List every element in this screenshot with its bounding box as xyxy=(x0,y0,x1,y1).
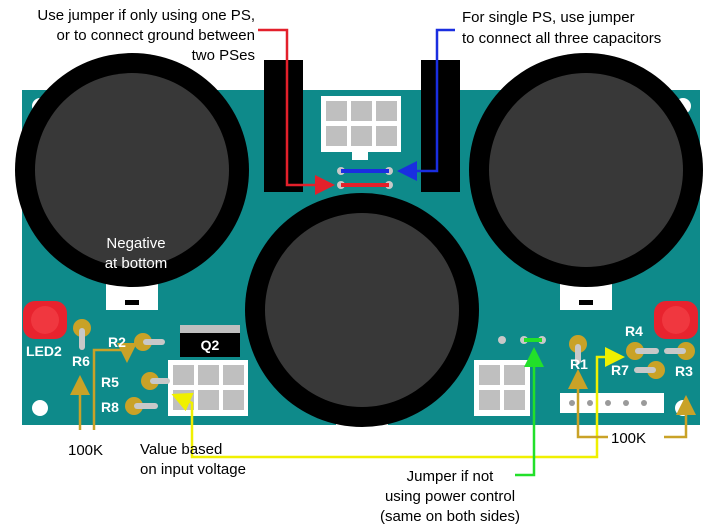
jumper-ground xyxy=(337,181,393,189)
resistor-r7 xyxy=(634,361,665,379)
mounting-hole-bottom-left xyxy=(32,400,48,416)
arrow-red-ground xyxy=(258,28,335,195)
resistor-r4 xyxy=(626,342,659,360)
label-led2: LED2 xyxy=(26,343,62,359)
resistor-r3 xyxy=(664,342,695,360)
note-value-line1: Value based xyxy=(140,441,222,458)
capacitor-left xyxy=(15,53,249,310)
note-power-control-line2: using power control xyxy=(385,488,515,505)
arrow-green-power-control xyxy=(515,347,544,477)
led-left xyxy=(23,301,67,339)
connector-bottom-left xyxy=(168,360,248,416)
label-r2: R2 xyxy=(108,334,126,350)
label-r1: R1 xyxy=(570,356,588,372)
arrow-gold-100k-left-b xyxy=(92,343,137,430)
transistor-q2-body xyxy=(180,333,240,357)
resistor-r1 xyxy=(569,335,587,364)
note-100k-left: 100K xyxy=(68,442,103,459)
note-jumper-ground-line3: two PSes xyxy=(192,47,255,64)
mounting-hole-bottom-right xyxy=(675,400,691,416)
transistor-q2-tab xyxy=(180,325,240,333)
note-single-ps-line2: to connect all three capacitors xyxy=(462,30,661,47)
label-r6: R6 xyxy=(72,353,90,369)
resistor-r8 xyxy=(125,397,158,415)
note-jumper-ground-line2: or to connect ground between xyxy=(57,27,255,44)
jumper-power-control xyxy=(498,336,546,344)
capacitor-center xyxy=(245,193,479,427)
capacitor-right xyxy=(469,53,703,310)
arrow-gold-100k-right-b xyxy=(664,395,696,439)
note-negative-line1: Negative xyxy=(106,235,165,252)
pin-header-right xyxy=(560,393,664,413)
resistor-r2 xyxy=(134,333,165,351)
label-r7: R7 xyxy=(611,362,629,378)
note-negative-line2: at bottom xyxy=(105,255,168,272)
arrow-yellow-value xyxy=(255,347,625,459)
resistor-r5 xyxy=(141,372,170,390)
label-q2: Q2 xyxy=(201,337,220,353)
led-right xyxy=(654,301,698,339)
label-r8: R8 xyxy=(101,399,119,415)
arrow-yellow-value-left xyxy=(171,392,255,459)
header-bar-left xyxy=(264,60,303,192)
label-r3: R3 xyxy=(675,363,693,379)
note-value-line2: on input voltage xyxy=(140,461,246,478)
note-100k-right: 100K xyxy=(611,430,646,447)
note-single-ps-line1: For single PS, use jumper xyxy=(462,9,635,26)
note-power-control-line1: Jumper if not xyxy=(407,468,495,485)
arrow-blue-single-ps xyxy=(397,28,455,181)
resistor-r6 xyxy=(73,319,91,350)
jumper-single-ps xyxy=(337,167,393,175)
connector-bottom-right xyxy=(474,360,530,416)
connector-top xyxy=(321,96,401,160)
label-r4: R4 xyxy=(625,323,643,339)
note-power-control-line3: (same on both sides) xyxy=(380,508,520,525)
note-jumper-ground-line1: Use jumper if only using one PS, xyxy=(37,7,255,24)
label-r5: R5 xyxy=(101,374,119,390)
arrow-gold-100k-right-a xyxy=(568,369,608,439)
